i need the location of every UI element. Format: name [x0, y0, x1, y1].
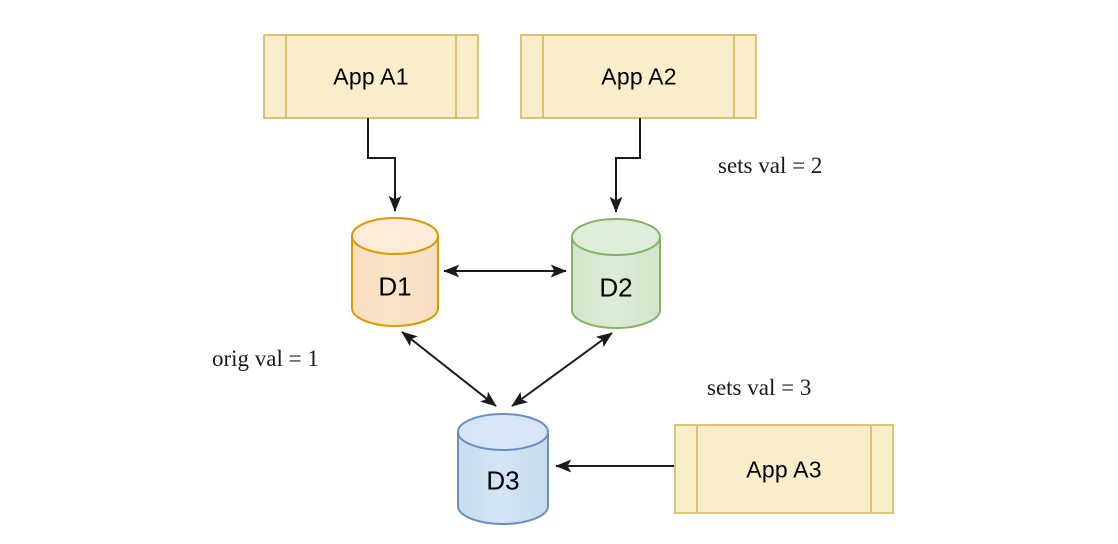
edge-d1-to-d3: [401, 331, 497, 407]
app-node-a3[interactable]: [674, 424, 894, 514]
db-node-d1[interactable]: [351, 217, 439, 327]
annotation-orig-val-1: orig val = 1: [212, 346, 319, 371]
app-node-a2[interactable]: [520, 34, 757, 119]
edge-a2-to-d2: [609, 118, 641, 213]
db-d3-top: [457, 413, 549, 451]
app-a1-body: [263, 34, 479, 119]
db-d2-body: [571, 236, 661, 329]
db-d3-body: [457, 431, 549, 525]
db-d1-top: [351, 217, 439, 255]
edge-a1-to-d1: [367, 118, 402, 212]
app-node-a1[interactable]: [263, 34, 479, 119]
edge-d3-to-d2: [511, 332, 613, 407]
annotation-sets-val-2: sets val = 2: [718, 153, 823, 178]
app-a3-body: [674, 424, 894, 514]
app-a2-body: [520, 34, 757, 119]
db-d2-top: [571, 218, 661, 256]
db-node-d2[interactable]: [571, 218, 661, 329]
db-d1-body: [351, 235, 439, 327]
db-node-d3[interactable]: [457, 413, 549, 525]
annotation-sets-val-3: sets val = 3: [707, 375, 812, 400]
